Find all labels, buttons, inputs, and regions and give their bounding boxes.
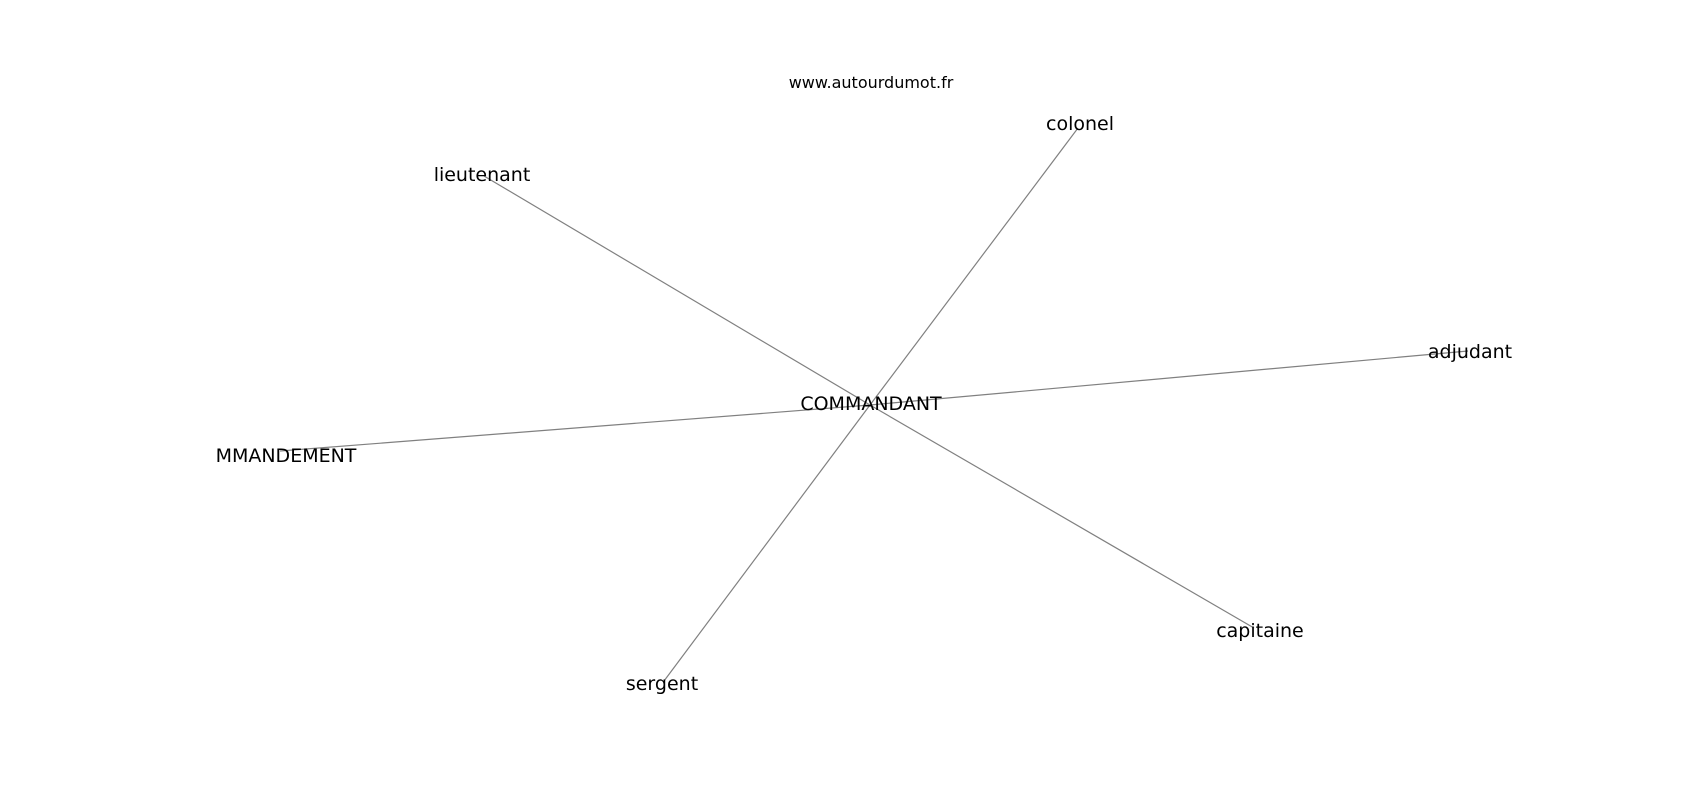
edge-center-capitaine: [869, 404, 1255, 629]
edge-center-lieutenant: [483, 175, 871, 406]
edge-center-sergent: [663, 404, 871, 682]
labels-layer: www.autourdumot.fr COMMANDANT colonel lieu…: [216, 73, 1513, 695]
node-label-mmandement[interactable]: MMANDEMENT: [216, 445, 357, 467]
node-label-sergent[interactable]: sergent: [626, 673, 698, 695]
node-label-capitaine[interactable]: capitaine: [1216, 620, 1304, 642]
center-node-center[interactable]: COMMANDANT: [800, 393, 942, 415]
edge-center-mmandement: [279, 404, 871, 452]
node-label-lieutenant[interactable]: lieutenant: [434, 164, 531, 186]
node-label-colonel[interactable]: colonel: [1046, 113, 1114, 135]
edge-center-adjudant: [869, 350, 1469, 406]
node-label-adjudant[interactable]: adjudant: [1428, 341, 1512, 363]
edge-center-colonel: [869, 127, 1079, 406]
edges-layer: [279, 127, 1469, 682]
source-watermark: www.autourdumot.fr: [789, 73, 954, 92]
